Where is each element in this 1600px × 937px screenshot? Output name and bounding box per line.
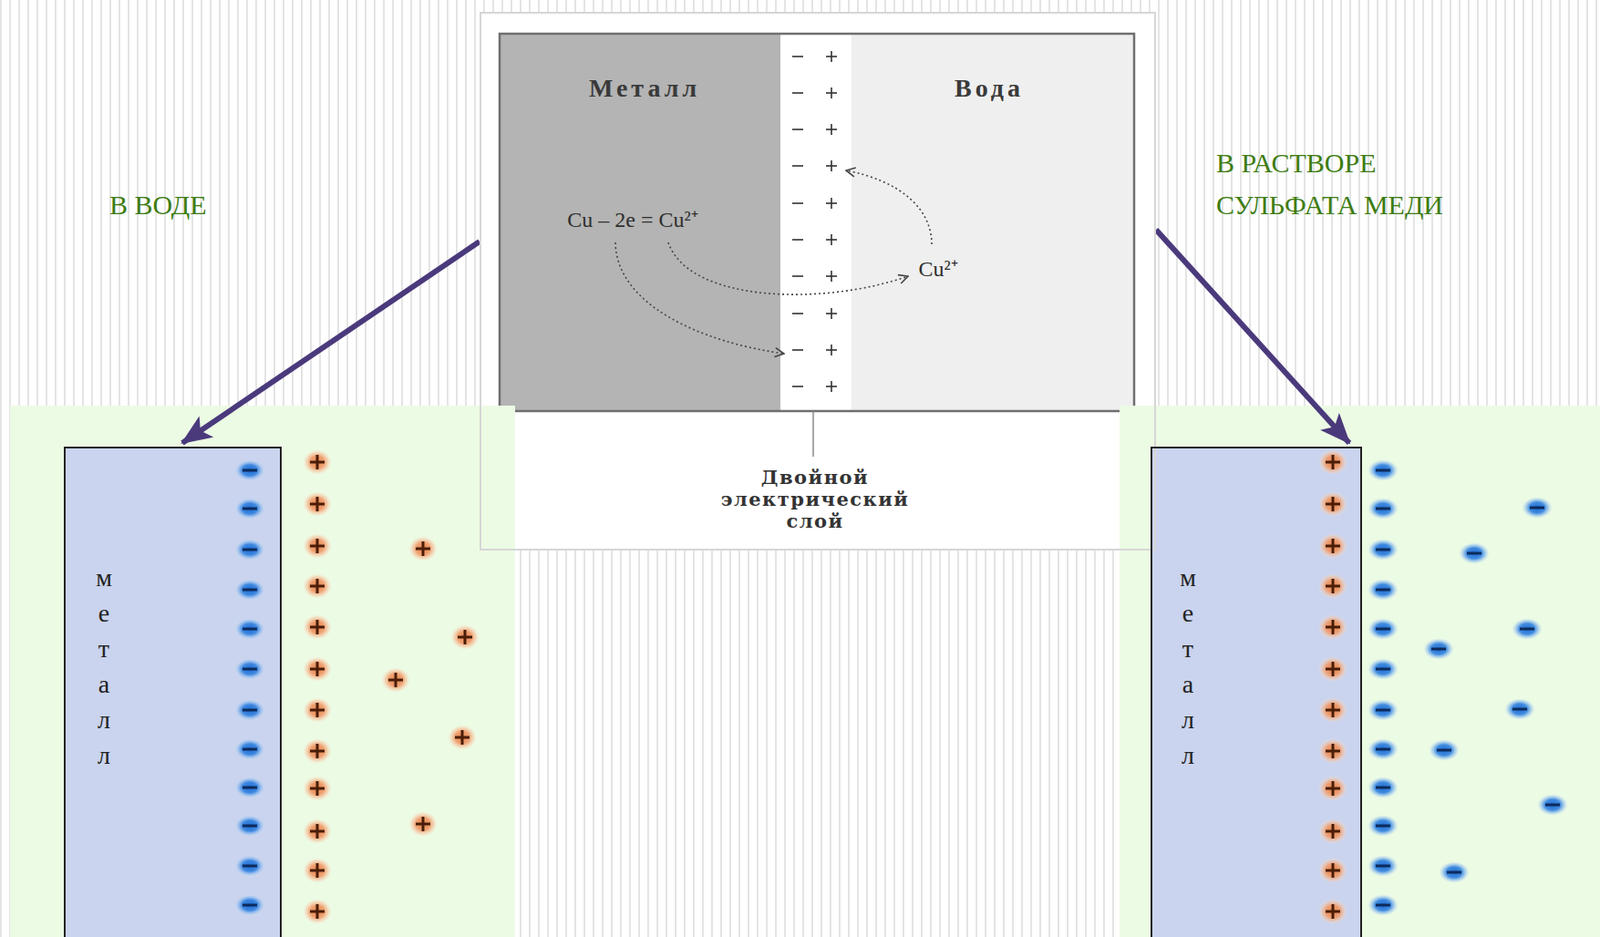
metal-electrode: металл [1150,446,1363,937]
leader-line [812,411,815,457]
metal-fill [63,446,282,937]
dotted-arrows [615,170,932,354]
caption-label: В ВОДЕ [109,184,292,227]
vertical-label: металл [93,559,114,774]
layer-strip [780,33,852,412]
panel-border [499,33,1135,412]
metal-fill [499,33,781,412]
water-fill [851,33,1135,412]
figure-frame: Металл Cu – 2e = Cu²⁺ ВодаCu²⁺ Двойной элек… [479,11,1157,551]
layer-label: Двойной электрический слой [701,466,930,533]
metal-fill [1150,446,1363,937]
vertical-label: металл [1177,559,1198,774]
double-layer-figure [499,33,1135,457]
arrow-connector [1156,229,1350,444]
charges [1318,449,1569,925]
charges [234,449,480,925]
metal-electrode: металл [63,446,282,937]
arrow-connector [182,241,480,444]
water-region: ВодаCu²⁺ [853,35,1136,413]
region-title: Вода [954,73,1024,104]
ion-label: Cu²⁺ [918,252,958,283]
reaction-equation: Cu – 2e = Cu²⁺ [567,203,698,234]
figure-ground [479,11,1157,551]
charge-signs [792,51,837,393]
metal-region: Металл Cu – 2e = Cu²⁺ [501,35,783,413]
region-title: Металл [588,73,701,104]
caption-label: В РАСТВОРЕ СУЛЬФАТА МЕДИ [1216,142,1508,227]
